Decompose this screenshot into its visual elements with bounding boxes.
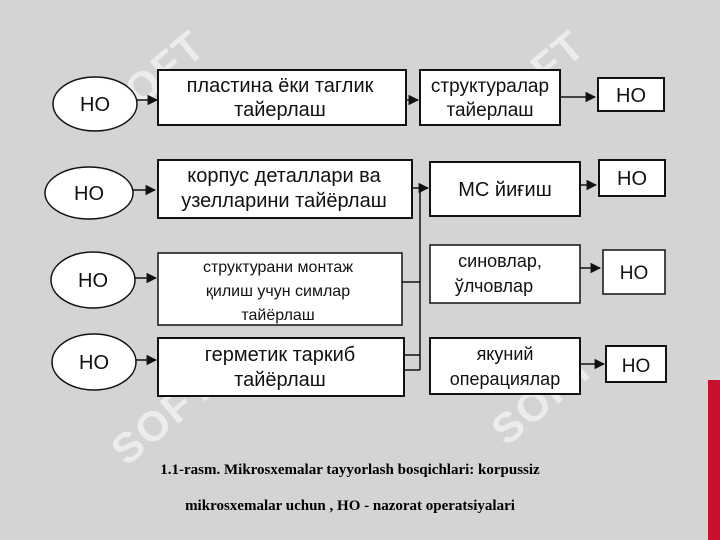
tests-line1: синовлар, [458, 251, 542, 271]
sealant-prep-box [157, 337, 405, 397]
control-operation-node [44, 166, 134, 220]
control-operation-node [50, 251, 136, 309]
control-box [605, 345, 667, 383]
ms-assembly-label: МС йиғиш [458, 179, 552, 201]
wiring-prep-line1: структурани монтаж [203, 259, 353, 276]
control-operation-label: НО [78, 270, 108, 292]
control-box [597, 77, 665, 112]
structures-prep-box [419, 69, 561, 126]
figure-caption-line2: mikrosxemalar uchun , HO - nazorat opera… [185, 498, 515, 514]
control-box [602, 249, 666, 295]
plate-prep-line2: тайерлаш [234, 99, 326, 121]
control-box-label: НО [620, 263, 649, 284]
plate-prep-box [157, 69, 407, 126]
wiring-prep-box [157, 252, 403, 326]
sealant-prep-line2: тайёрлаш [234, 369, 326, 391]
final-ops-box [429, 337, 581, 395]
housing-parts-line2: узелларини тайёрлаш [181, 190, 387, 212]
control-operation-node [52, 76, 138, 132]
tests-line2: ўлчовлар [455, 276, 533, 296]
tests-box [429, 244, 581, 304]
control-operation-label: НО [74, 183, 104, 205]
ms-assembly-box [429, 161, 581, 217]
structures-prep-line1: структуралар [431, 76, 549, 97]
control-box-label: НО [616, 85, 646, 107]
wiring-prep-line3: тайёрлаш [241, 307, 314, 324]
housing-parts-line1: корпус деталлари ва [187, 165, 381, 187]
figure-caption-line1: 1.1-rasm. Mikrosxemalar tayyorlash bosqi… [160, 462, 540, 478]
housing-parts-box [157, 159, 413, 219]
control-operation-label: НО [80, 94, 110, 116]
control-operation-node [51, 333, 137, 391]
final-ops-line2: операциялар [450, 369, 560, 389]
control-operation-label: НО [79, 352, 109, 374]
final-ops-line1: якуний [477, 344, 534, 364]
control-box [598, 159, 666, 197]
structures-prep-line2: тайерлаш [446, 100, 533, 121]
accent-bar [708, 380, 720, 540]
sealant-prep-line1: герметик таркиб [205, 344, 356, 366]
plate-prep-line1: пластина ёки таглик [187, 75, 374, 97]
wiring-prep-line2: қилиш учун симлар [206, 283, 350, 300]
control-box-label: НО [622, 356, 651, 377]
control-box-label: НО [617, 168, 647, 190]
